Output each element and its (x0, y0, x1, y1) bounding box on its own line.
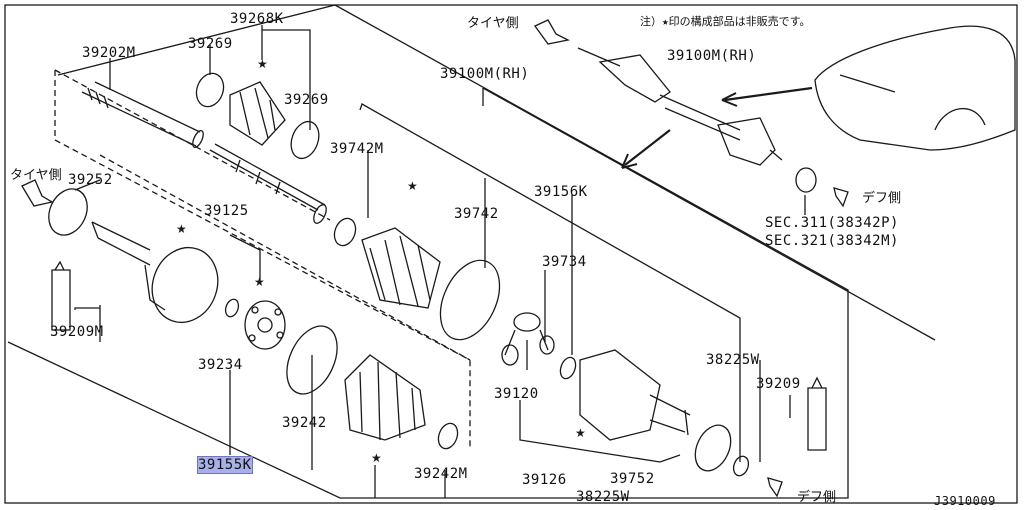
tire-side-label-left: タイヤ側 (10, 168, 62, 183)
tire-side-label-top: タイヤ側 (467, 16, 519, 31)
frame-line (57, 4, 336, 76)
star-marker: ★ (254, 275, 265, 289)
boot-lower (344, 354, 426, 441)
part-label-39100m-rh[interactable]: 39100M(RH) (440, 66, 530, 82)
rh-drive-shaft-assembly (577, 47, 817, 193)
part-label-38225w[interactable]: 38225W (706, 352, 760, 368)
part-label-39155k-highlighted[interactable]: 39155K (197, 456, 253, 474)
part-label-39742m[interactable]: 39742M (330, 141, 384, 157)
tire-side-arrow-left (21, 179, 54, 207)
part-label-39252[interactable]: 39252 (68, 172, 113, 188)
part-label-39269[interactable]: 39269 (284, 92, 329, 108)
star-marker: ★ (575, 426, 586, 440)
star-marker: ★ (176, 222, 187, 236)
part-label-39209m[interactable]: 39209M (50, 324, 104, 340)
diagram-id: J3910009 (934, 494, 996, 508)
circlip-39234 (224, 298, 240, 318)
ring-39269a (195, 72, 225, 108)
band-39742 (439, 259, 501, 341)
seal-39752 (694, 424, 732, 472)
part-label-39242[interactable]: 39242 (282, 415, 327, 431)
part-label-39202m[interactable]: 39202M (82, 45, 136, 61)
part-label-39120[interactable]: 39120 (494, 386, 539, 402)
part-label-39269[interactable]: 39269 (188, 36, 233, 52)
part-label-39209[interactable]: 39209 (756, 376, 801, 392)
section-ref-321[interactable]: SEC.321(38342M) (765, 233, 899, 249)
star-marker: ★ (371, 451, 382, 465)
tripod-39120 (501, 312, 555, 370)
band-39242 (286, 325, 338, 395)
seal-39252 (48, 188, 88, 236)
star-marker: ★ (407, 179, 418, 193)
grease-tube-39209 (807, 376, 827, 451)
ring-38225w (732, 455, 750, 477)
part-label-39156k[interactable]: 39156K (534, 184, 588, 200)
outer-frame (4, 4, 1018, 504)
diff-side-label-top: デフ側 (862, 191, 902, 206)
shaft-39202m (81, 81, 327, 224)
boot-39268k (229, 81, 286, 146)
part-label-39100m-rh[interactable]: 39100M(RH) (667, 48, 757, 64)
bearing (795, 167, 817, 193)
section-ref-311[interactable]: SEC.311(38342P) (765, 215, 899, 231)
outer-cv-joint (91, 221, 219, 323)
frame-line (359, 103, 741, 462)
part-label-39242m[interactable]: 39242M (414, 466, 468, 482)
diff-side-arrow-top (833, 187, 849, 208)
note-text: 注）★印の構成部品は非販売です。 (640, 15, 811, 28)
arrow-to-exploded (624, 129, 671, 166)
snap-ring-39734 (559, 356, 577, 380)
dashed-outline (54, 70, 471, 450)
part-label-39752[interactable]: 39752 (610, 471, 655, 487)
car-outline (814, 25, 1016, 151)
clamp-39242m (437, 422, 459, 450)
frame-line (7, 4, 849, 499)
part-label-39742[interactable]: 39742 (454, 206, 499, 222)
tire-side-arrow-top (534, 19, 570, 45)
part-label-39126[interactable]: 39126 (522, 472, 567, 488)
star-marker: ★ (257, 57, 268, 71)
part-label-38225w[interactable]: 38225W (576, 489, 630, 505)
ring-39269b (290, 120, 320, 160)
clamp-39742m (333, 217, 357, 247)
grease-tube-39209m (51, 260, 71, 331)
part-label-39125[interactable]: 39125 (204, 203, 249, 219)
part-label-39268k[interactable]: 39268K (230, 11, 284, 27)
diff-side-label-bottom: デフ側 (797, 490, 837, 505)
arrow-to-detail (724, 86, 813, 102)
ball-cage-39125 (244, 300, 286, 350)
part-label-39234[interactable]: 39234 (198, 357, 243, 373)
diff-side-arrow-bottom (767, 477, 783, 498)
inner-cv-housing (579, 349, 691, 441)
part-label-39734[interactable]: 39734 (542, 254, 587, 270)
boot-upper (361, 227, 441, 309)
